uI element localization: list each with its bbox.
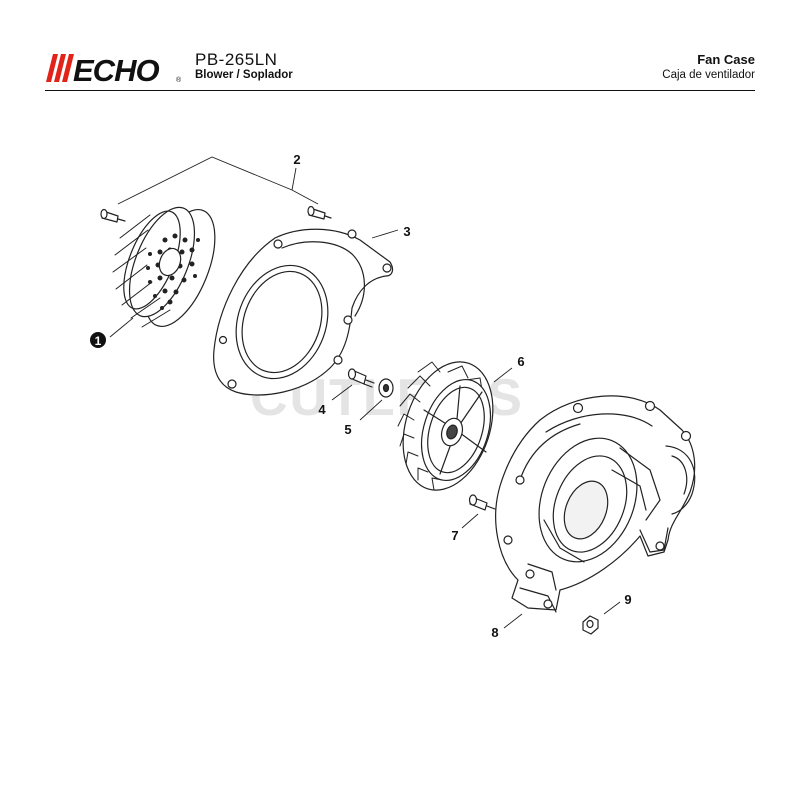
echo-logo: ECHO ® — [46, 53, 182, 84]
callout-2: 2 — [293, 152, 300, 167]
registered-mark: ® — [176, 76, 182, 84]
fan-case — [495, 395, 696, 613]
callout-1-marker: 1 — [90, 332, 106, 348]
screw-left — [100, 208, 126, 223]
leader-3 — [371, 229, 399, 239]
callout-6: 6 — [517, 354, 524, 369]
leader-5 — [359, 399, 383, 421]
model-number: PB-265LN — [195, 50, 278, 69]
product-subtitle: Blower / Soplador — [195, 69, 293, 81]
screw-right — [307, 205, 332, 220]
callout-7: 7 — [451, 528, 458, 543]
bolt — [347, 368, 375, 388]
leader-6 — [493, 367, 513, 383]
screw-fan — [468, 494, 496, 511]
callout-5: 5 — [344, 422, 351, 437]
leader-4 — [331, 384, 353, 401]
callout-9: 9 — [624, 592, 631, 607]
nut — [582, 615, 599, 635]
callout-4: 4 — [318, 402, 326, 417]
washer — [378, 378, 394, 398]
callout-8: 8 — [491, 625, 498, 640]
fan — [397, 361, 494, 491]
section-title: Fan Case — [697, 52, 755, 67]
leader-8 — [503, 613, 523, 629]
leader-2 — [117, 156, 319, 205]
section-title-spanish: Caja de ventilador — [662, 69, 755, 81]
logo-text: ECHO — [73, 53, 159, 84]
leader-7 — [461, 513, 479, 529]
header-rule — [45, 90, 755, 91]
fan-grille — [112, 206, 216, 328]
logo-stripes — [46, 54, 74, 82]
header: ECHO ® PB-265LN Blower / Soplador Fan Ca… — [45, 48, 755, 92]
leader-lines — [109, 156, 621, 629]
callout-3: 3 — [403, 224, 410, 239]
leader-9 — [603, 601, 621, 615]
callout-1: 1 — [95, 334, 102, 348]
leader-1 — [109, 317, 134, 338]
fan-case-cover — [213, 228, 394, 396]
